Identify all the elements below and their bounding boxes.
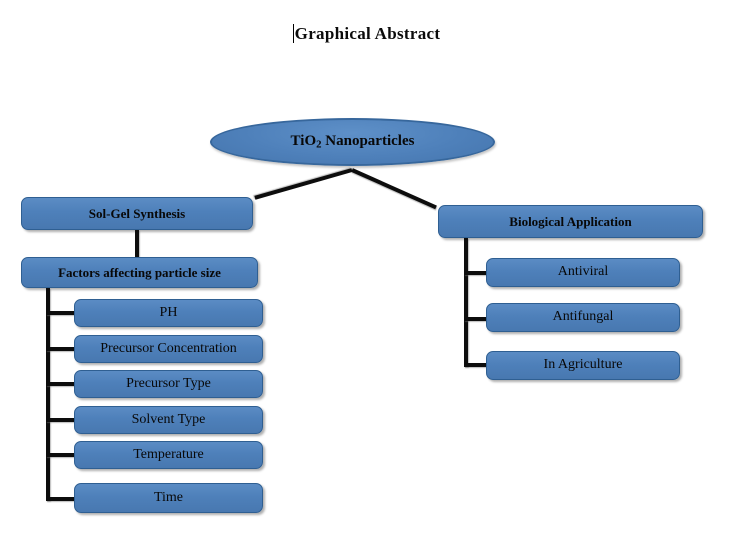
node-antifungal[interactable]: Antifungal <box>486 303 680 332</box>
connector-root-to-sol-gel <box>254 168 353 200</box>
connector-stub-ph <box>46 311 76 315</box>
subscript-2: 2 <box>316 138 322 151</box>
node-precursor-type[interactable]: Precursor Type <box>74 370 263 398</box>
node-ph-label: PH <box>159 304 178 320</box>
node-solvent-type[interactable]: Solvent Type <box>74 406 263 434</box>
node-tio2-nanoparticles[interactable]: TiO2 Nanoparticles <box>210 118 495 166</box>
connector-sol-gel-to-factors <box>135 230 139 258</box>
connector-stub-antiviral <box>464 271 490 275</box>
connector-stub-time <box>46 497 76 501</box>
connector-left-trunk <box>46 288 50 501</box>
connector-right-trunk <box>464 238 468 367</box>
node-in-agriculture-label: In Agriculture <box>543 357 623 373</box>
node-sol-gel-synthesis-label: Sol-Gel Synthesis <box>88 205 186 221</box>
connector-stub-solvent-type <box>46 418 76 422</box>
node-biological-application[interactable]: Biological Application <box>438 205 703 238</box>
connector-stub-temperature <box>46 453 76 457</box>
node-temperature-label: Temperature <box>133 446 204 462</box>
node-precursor-concentration-label: Precursor Concentration <box>100 340 237 356</box>
connector-stub-precursor-concentration <box>46 347 76 351</box>
node-ph[interactable]: PH <box>74 299 263 327</box>
text-cursor-caret <box>292 24 294 43</box>
node-factors-affecting-particle-size[interactable]: Factors affecting particle size <box>21 257 258 288</box>
node-sol-gel-synthesis[interactable]: Sol-Gel Synthesis <box>21 197 253 230</box>
connector-stub-antifungal <box>464 317 490 321</box>
node-antiviral-label: Antiviral <box>557 264 609 280</box>
page-title-text: Graphical Abstract <box>294 24 441 43</box>
node-solvent-type-label: Solvent Type <box>131 411 206 427</box>
connector-root-to-biological <box>351 168 437 210</box>
connector-stub-in-agriculture <box>464 363 490 367</box>
node-time-label: Time <box>153 489 184 505</box>
node-factors-affecting-particle-size-label: Factors affecting particle size <box>58 264 221 280</box>
node-tio2-nanoparticles-label: TiO2 Nanoparticles <box>290 132 415 151</box>
node-biological-application-label: Biological Application <box>509 213 632 229</box>
node-time[interactable]: Time <box>74 483 263 513</box>
node-in-agriculture[interactable]: In Agriculture <box>486 351 680 380</box>
node-antiviral[interactable]: Antiviral <box>486 258 680 287</box>
page-title: Graphical Abstract <box>0 24 733 44</box>
node-antifungal-label: Antifungal <box>552 309 614 325</box>
node-temperature[interactable]: Temperature <box>74 441 263 469</box>
connector-stub-precursor-type <box>46 382 76 386</box>
node-precursor-concentration[interactable]: Precursor Concentration <box>74 335 263 363</box>
node-precursor-type-label: Precursor Type <box>126 375 211 391</box>
